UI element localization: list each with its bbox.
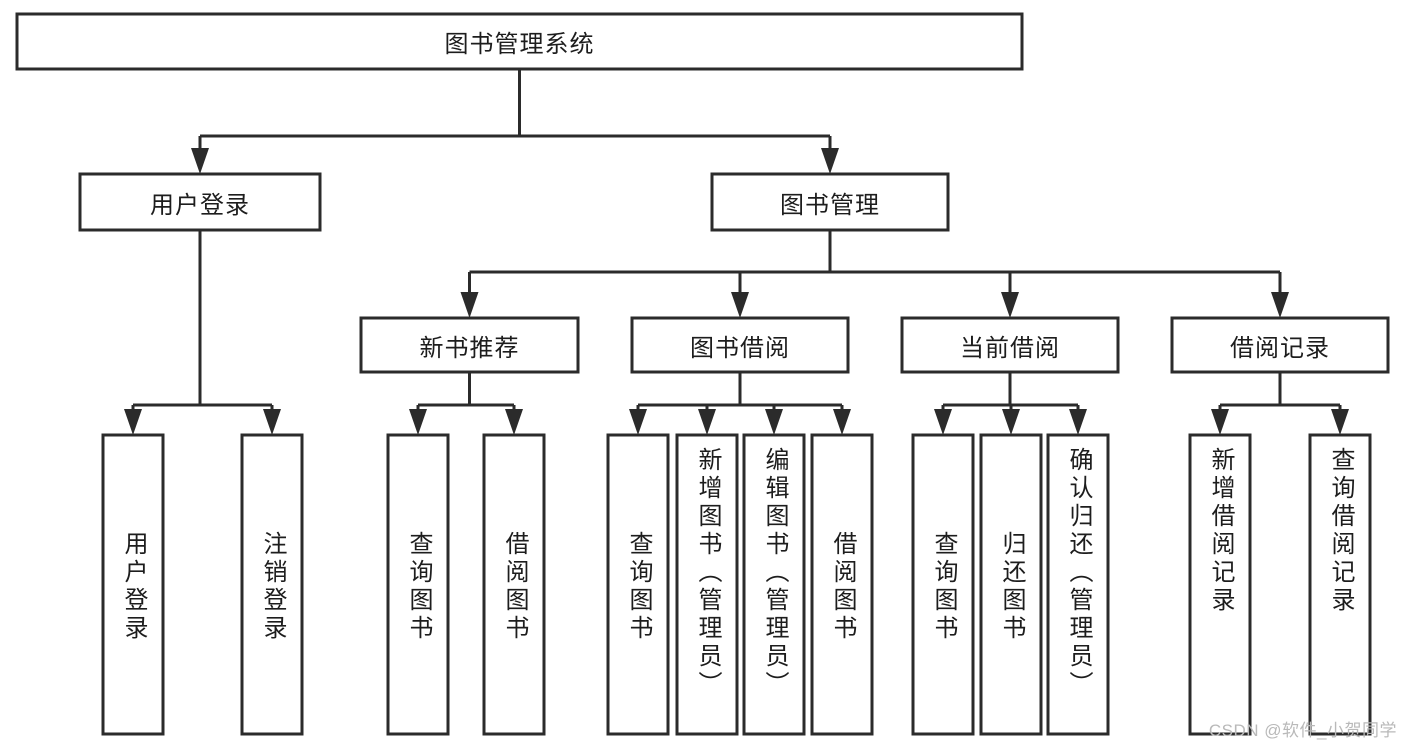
node-leaf-query-book-current[interactable] (911, 433, 975, 736)
arrow-head-icon (505, 409, 523, 435)
node-leaf-return-book[interactable] (979, 433, 1043, 736)
node-leaf-query-borrow-record[interactable] (1308, 433, 1372, 736)
arrow-head-icon (1069, 409, 1087, 435)
node-new-book-recommend[interactable] (359, 316, 580, 374)
boxes-layer (15, 12, 1390, 736)
arrow-head-icon (765, 409, 783, 435)
arrow-head-icon (460, 292, 479, 318)
arrow-head-icon (1331, 409, 1349, 435)
node-leaf-query-book-borrow[interactable] (606, 433, 670, 736)
node-book-management[interactable] (710, 172, 950, 232)
node-borrow-record[interactable] (1170, 316, 1390, 374)
node-leaf-user-logout[interactable] (240, 433, 304, 736)
arrow-head-icon (833, 409, 851, 435)
node-leaf-edit-book[interactable] (742, 433, 806, 736)
arrow-head-icon (409, 409, 427, 435)
node-leaf-user-login[interactable] (101, 433, 165, 736)
arrow-head-icon (124, 409, 142, 435)
arrow-head-icon (629, 409, 647, 435)
arrow-head-icon (1002, 409, 1020, 435)
node-current-borrow[interactable] (900, 316, 1120, 374)
node-leaf-confirm-return[interactable] (1046, 433, 1110, 736)
arrow-head-icon (191, 148, 209, 174)
node-leaf-borrow-book-rec[interactable] (482, 433, 546, 736)
arrow-head-icon (934, 409, 952, 435)
arrow-head-icon (821, 148, 839, 174)
node-leaf-query-book-rec[interactable] (386, 433, 450, 736)
arrow-head-icon (1001, 292, 1019, 318)
arrow-head-icon (698, 409, 716, 435)
arrow-head-icon (1211, 409, 1229, 435)
arrow-head-icon (263, 409, 281, 435)
connectors-layer (124, 69, 1349, 435)
node-leaf-add-borrow-record[interactable] (1188, 433, 1252, 736)
node-book-borrow[interactable] (630, 316, 850, 374)
node-leaf-add-book[interactable] (675, 433, 739, 736)
arrow-head-icon (1271, 292, 1289, 318)
node-leaf-borrow-book[interactable] (810, 433, 874, 736)
csdn-watermark: CSDN @软件_小贺同学 (1208, 721, 1397, 740)
arrow-head-icon (731, 292, 749, 318)
node-user-login[interactable] (78, 172, 322, 232)
node-root-root[interactable] (15, 12, 1024, 71)
